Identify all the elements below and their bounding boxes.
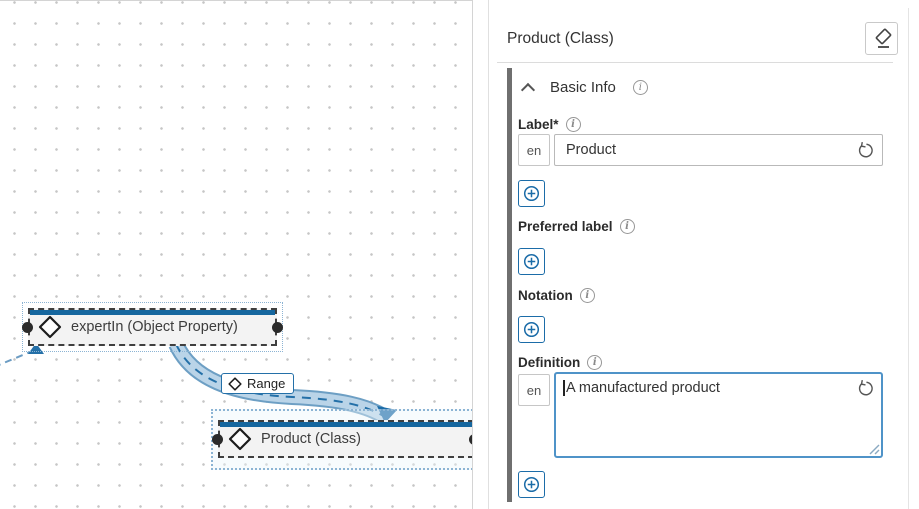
chevron-up-icon[interactable] xyxy=(520,82,536,98)
label-input[interactable] xyxy=(554,134,883,166)
range-edge-centerline xyxy=(175,343,389,420)
node-expertin-object-property[interactable]: expertIn (Object Property) xyxy=(22,308,283,346)
properties-panel: Product (Class) Basic Info Label* en xyxy=(488,0,919,509)
node-product-class[interactable]: Product (Class) xyxy=(212,420,472,458)
eraser-icon xyxy=(875,28,891,48)
definition-language-tag: en xyxy=(518,374,550,406)
info-icon[interactable] xyxy=(565,117,581,132)
info-icon[interactable] xyxy=(587,355,603,370)
field-caption-text: Preferred label xyxy=(518,219,613,234)
add-notation-button[interactable] xyxy=(518,316,545,343)
add-preferred-label-button[interactable] xyxy=(518,248,545,275)
diamond-icon xyxy=(38,315,62,339)
label-input-wrap xyxy=(554,134,883,166)
connector-dot-right[interactable] xyxy=(469,434,472,445)
clear-form-button[interactable] xyxy=(865,22,898,55)
field-caption-text: Definition xyxy=(518,355,581,370)
panel-scrollbar-track xyxy=(908,8,909,509)
definition-input-wrap: A manufactured product xyxy=(554,372,883,458)
diamond-icon xyxy=(228,427,252,451)
info-icon[interactable] xyxy=(579,288,595,303)
info-icon[interactable] xyxy=(632,80,648,95)
node-label: Product (Class) xyxy=(261,431,361,447)
panel-header-divider xyxy=(497,62,893,63)
text-caret xyxy=(563,380,565,396)
panel-title: Product (Class) xyxy=(507,30,614,47)
edge-label-text: Range xyxy=(247,376,286,391)
section-basic-info: Basic Info xyxy=(520,79,648,98)
diamond-icon xyxy=(228,376,242,391)
node-label: expertIn (Object Property) xyxy=(71,319,238,335)
definition-textarea[interactable]: A manufactured product xyxy=(554,372,883,458)
info-icon[interactable] xyxy=(619,219,635,234)
section-label: Basic Info xyxy=(550,79,616,96)
label-field-caption: Label* xyxy=(518,117,581,132)
circle-plus-icon xyxy=(523,185,540,202)
preferred-label-field-caption: Preferred label xyxy=(518,219,635,234)
connector-dot-left[interactable] xyxy=(22,322,33,333)
incoming-edge-line[interactable] xyxy=(0,351,31,367)
circle-plus-icon xyxy=(523,321,540,338)
resize-handle-icon[interactable] xyxy=(869,444,880,455)
revert-icon[interactable] xyxy=(856,141,875,160)
range-edge-label[interactable]: Range xyxy=(221,373,295,394)
add-definition-button[interactable] xyxy=(518,471,545,498)
section-accent-bar xyxy=(507,68,512,502)
connector-dot-left[interactable] xyxy=(212,434,223,445)
field-caption-text: Notation xyxy=(518,288,573,303)
circle-plus-icon xyxy=(523,253,540,270)
revert-icon[interactable] xyxy=(856,379,875,398)
add-label-button[interactable] xyxy=(518,180,545,207)
label-language-tag: en xyxy=(518,134,550,166)
notation-field-caption: Notation xyxy=(518,288,595,303)
definition-field-caption: Definition xyxy=(518,355,603,370)
field-caption-text: Label* xyxy=(518,117,559,132)
diagram-canvas[interactable]: expertIn (Object Property) Product (Clas… xyxy=(0,0,473,509)
connector-dot-right[interactable] xyxy=(272,322,283,333)
circle-plus-icon xyxy=(523,476,540,493)
